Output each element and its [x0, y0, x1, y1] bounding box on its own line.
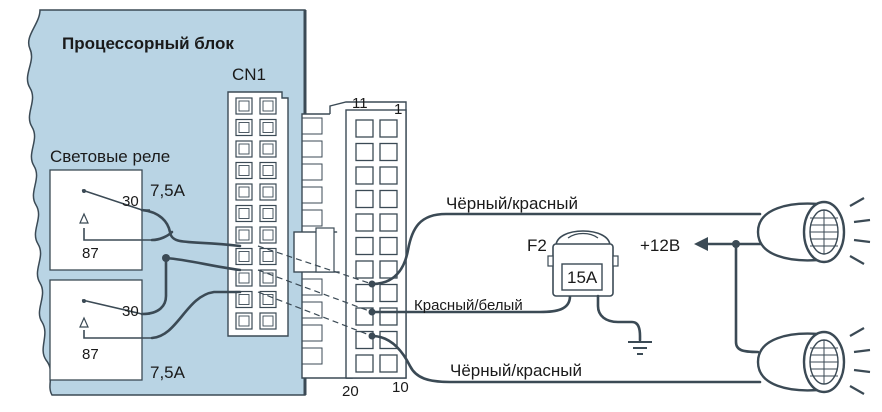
plug-cavity: [379, 213, 398, 232]
cn1-terminal: [235, 183, 253, 201]
relay-upper-rating: 7,5A: [150, 181, 186, 200]
relay-lower-pin-30: 30: [122, 303, 139, 320]
connector-name: CN1: [232, 65, 266, 84]
plug-cavity: [355, 354, 374, 373]
plug-pin-20: 20: [342, 383, 359, 400]
cn1-terminal: [235, 118, 253, 137]
plug-cavity: [379, 119, 398, 138]
cn1-terminal: [259, 140, 277, 158]
wire-relay-upper-87: [150, 230, 174, 242]
plug-cavity: [379, 283, 398, 303]
cn1-terminal: [235, 161, 253, 180]
cn1-terminal: [235, 269, 253, 287]
cn1-terminal: [235, 226, 253, 244]
plug-cavity: [355, 166, 374, 185]
relays-title: Световые реле: [50, 147, 170, 166]
wire-label-upper: Чёрный/красный: [446, 194, 578, 213]
plug-cavity: [379, 166, 398, 185]
dash-map-1: [257, 245, 373, 285]
lamp-lower-icon: [756, 327, 871, 395]
mating-plug: [293, 101, 407, 379]
plug-pin-11: 11: [352, 95, 368, 112]
fuse-rating: 15A: [567, 268, 598, 287]
relay-lower-box: [49, 279, 143, 381]
plug-pin-dot-upper: [368, 280, 376, 288]
cn1-terminal: [259, 247, 277, 266]
fuse-name: F2: [527, 236, 547, 255]
relay-lower-rating: 7,5A: [150, 363, 186, 382]
cn1-terminal: [259, 269, 277, 287]
cn1-header: [227, 91, 289, 337]
wire-to-ground: [596, 294, 642, 342]
relay-upper-box: [49, 169, 143, 271]
lamp-upper-icon: [756, 197, 871, 265]
wire-black-red-lower: [370, 334, 762, 384]
dash-map-2: [257, 269, 373, 313]
plug-cavity: [379, 307, 398, 326]
plug-cavity: [379, 260, 398, 279]
cn1-terminal: [235, 204, 253, 223]
supply-arrow-icon: [694, 237, 708, 251]
supply-to-lower-lamp: [734, 242, 760, 354]
plug-pin-dot-lower: [368, 332, 376, 340]
wire-relay-common: [140, 256, 168, 316]
plug-cavity: [355, 119, 374, 138]
cn1-terminal: [235, 140, 253, 158]
junction-dot-relays: [162, 254, 170, 262]
cn1-terminal: [259, 226, 277, 244]
plug-cavity: [355, 260, 374, 279]
plug-cavity: [355, 236, 374, 256]
wire-black-red-upper: [370, 212, 762, 286]
plug-pin-10: 10: [392, 379, 409, 396]
cn1-terminal: [235, 97, 253, 115]
cn1-terminal: [259, 204, 277, 223]
wire-label-lower: Чёрный/красный: [450, 361, 582, 380]
cn1-terminal: [259, 97, 277, 115]
plug-cavity: [379, 189, 398, 209]
wire-label-middle: Красный/белый: [414, 297, 523, 314]
plug-cavity: [355, 213, 374, 232]
cn1-terminal: [235, 312, 253, 330]
supply-label: +12В: [640, 236, 680, 255]
plug-pin-dot-middle: [368, 308, 376, 316]
cn1-terminal: [235, 247, 253, 266]
cn1-terminal: [259, 183, 277, 201]
cn1-terminal: [259, 118, 277, 137]
relay-lower-pin-87: 87: [82, 346, 99, 363]
processor-block-title: Процессорный блок: [62, 34, 234, 53]
plug-cavity: [379, 142, 398, 162]
plug-cavity: [355, 283, 374, 303]
wire-red-white: [370, 294, 572, 314]
dash-map-3: [257, 291, 373, 337]
wire-relay-upper-30: [140, 208, 242, 248]
wire-relay-lower-87: [150, 290, 242, 340]
plug-cavity: [355, 189, 374, 209]
ground-icon: [628, 341, 652, 355]
plug-cavity: [379, 236, 398, 256]
plug-pin-1: 1: [394, 101, 402, 118]
relay-upper-pin-30: 30: [122, 193, 139, 210]
plug-cavity: [355, 142, 374, 162]
cn1-terminal: [259, 312, 277, 330]
fuse-holder: [547, 230, 619, 297]
relay-upper-pin-87: 87: [82, 245, 99, 262]
cn1-terminal: [259, 290, 277, 309]
cn1-terminal: [235, 290, 253, 309]
wire-relay-common-to-cn1: [164, 256, 242, 272]
plug-cavity: [379, 354, 398, 373]
cn1-terminal: [259, 161, 277, 180]
